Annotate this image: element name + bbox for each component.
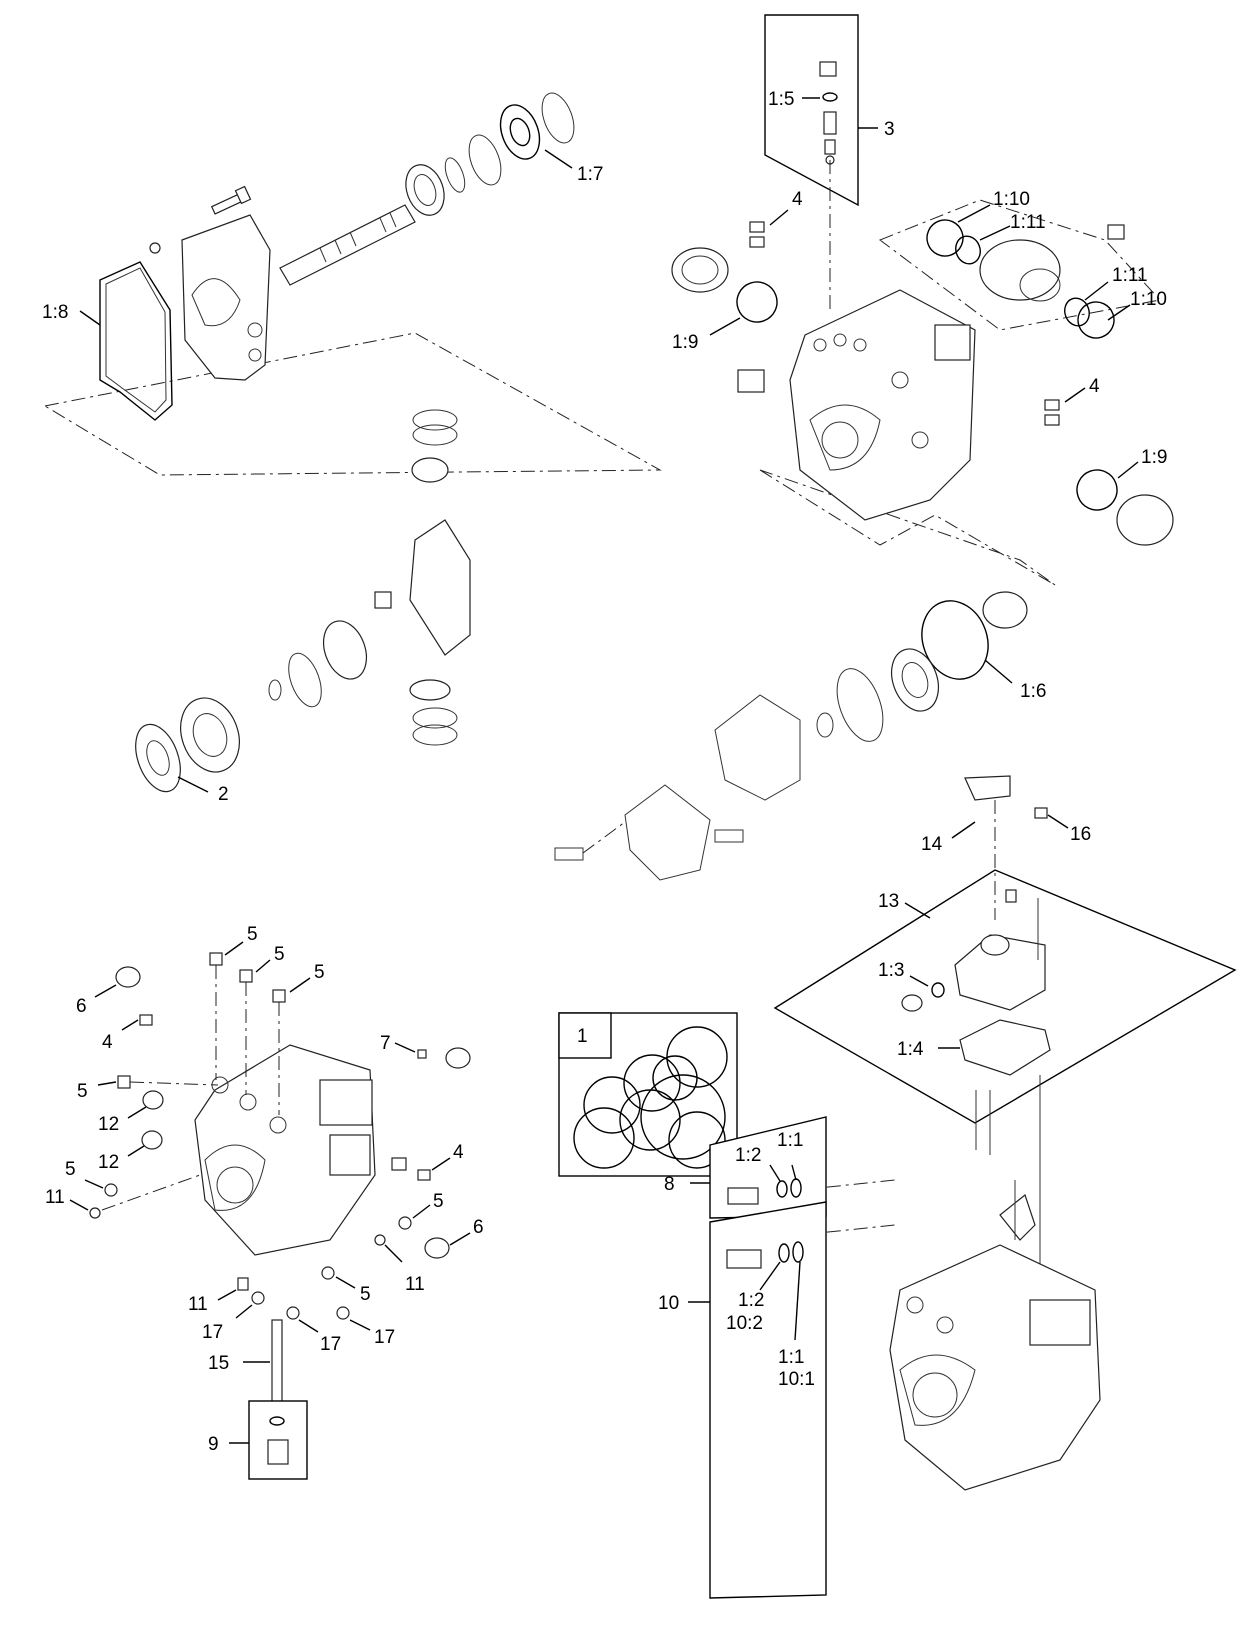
- label-12-a: 12: [98, 1114, 119, 1135]
- label-1-9-b: 1:9: [1141, 447, 1167, 468]
- end-cover-assembly: 1:7 1:8: [42, 92, 662, 476]
- label-2: 2: [218, 784, 229, 805]
- label-17-a: 17: [202, 1322, 223, 1343]
- servo-piston-right: [979, 224, 1125, 302]
- housing-lower-left: 5 5 5 6 4 7 5 12 12 4 5 11: [45, 924, 484, 1480]
- label-10-1: 10:1: [778, 1369, 815, 1390]
- gasket-1-8: [99, 261, 173, 421]
- label-7: 7: [380, 1033, 391, 1054]
- label-1-10-b: 1:10: [1130, 289, 1167, 310]
- label-1-2-b: 1:2: [738, 1290, 764, 1311]
- label-5-g: 5: [360, 1284, 371, 1305]
- label-11-b: 11: [405, 1274, 425, 1295]
- label-10-2: 10:2: [726, 1313, 763, 1334]
- rotating-group: 2: [135, 409, 471, 805]
- label-1-box: 1: [577, 1026, 588, 1047]
- label-11-c: 11: [188, 1294, 208, 1315]
- label-16: 16: [1070, 824, 1091, 845]
- label-1-11-a: 1:11: [1010, 212, 1046, 233]
- label-1-2-a: 1:2: [735, 1145, 761, 1166]
- label-17-b: 17: [320, 1334, 341, 1355]
- label-17-c: 17: [374, 1327, 395, 1348]
- label-6-a: 6: [76, 996, 87, 1017]
- label-1-7: 1:7: [577, 164, 603, 185]
- label-14: 14: [921, 834, 943, 855]
- label-4-mid: 4: [1089, 376, 1100, 397]
- label-10: 10: [658, 1293, 679, 1314]
- label-13: 13: [878, 891, 899, 912]
- label-1-11-b: 1:11: [1112, 265, 1148, 286]
- servo-piston-left: [671, 247, 729, 293]
- label-5-b: 5: [274, 944, 285, 965]
- end-cap-housing: [181, 214, 271, 381]
- label-1-6: 1:6: [1020, 681, 1046, 702]
- bolt-top-left: [210, 185, 252, 215]
- label-1-8: 1:8: [42, 302, 68, 323]
- label-1-5: 1:5: [768, 89, 794, 110]
- label-8: 8: [664, 1174, 675, 1195]
- label-9: 9: [208, 1434, 219, 1455]
- label-1-1-b: 1:1: [778, 1347, 804, 1368]
- charge-pump-assembly: 1:6: [554, 591, 1046, 881]
- seal-kit-box: 1: [558, 1012, 738, 1177]
- label-12-b: 12: [98, 1152, 119, 1173]
- label-1-4: 1:4: [897, 1039, 924, 1060]
- label-4-left: 4: [102, 1032, 113, 1053]
- label-1-3: 1:3: [878, 960, 904, 981]
- label-5-f: 5: [433, 1191, 444, 1212]
- label-5-c: 5: [314, 962, 325, 983]
- housing-lower-right: 1:2 1:1 8 1:2 10:2 1:1 10:1 10: [658, 1116, 1101, 1599]
- main-housing-top: 1:5 3 1:9 1:10: [671, 14, 1174, 586]
- label-4-top: 4: [792, 189, 803, 210]
- label-4-right: 4: [453, 1142, 464, 1163]
- label-1-1-a: 1:1: [777, 1130, 803, 1151]
- label-5-e: 5: [65, 1159, 76, 1180]
- label-15: 15: [208, 1353, 229, 1374]
- control-module: 14 16 13 1:3 1:4: [773, 775, 1237, 1280]
- label-5-d: 5: [77, 1081, 88, 1102]
- label-1-9-a: 1:9: [672, 332, 698, 353]
- drive-shaft: [279, 204, 416, 286]
- label-1-10-a: 1:10: [993, 189, 1030, 210]
- label-5-a: 5: [247, 924, 258, 945]
- label-11-a: 11: [45, 1187, 65, 1208]
- label-3: 3: [884, 119, 895, 140]
- label-6-b: 6: [473, 1217, 484, 1238]
